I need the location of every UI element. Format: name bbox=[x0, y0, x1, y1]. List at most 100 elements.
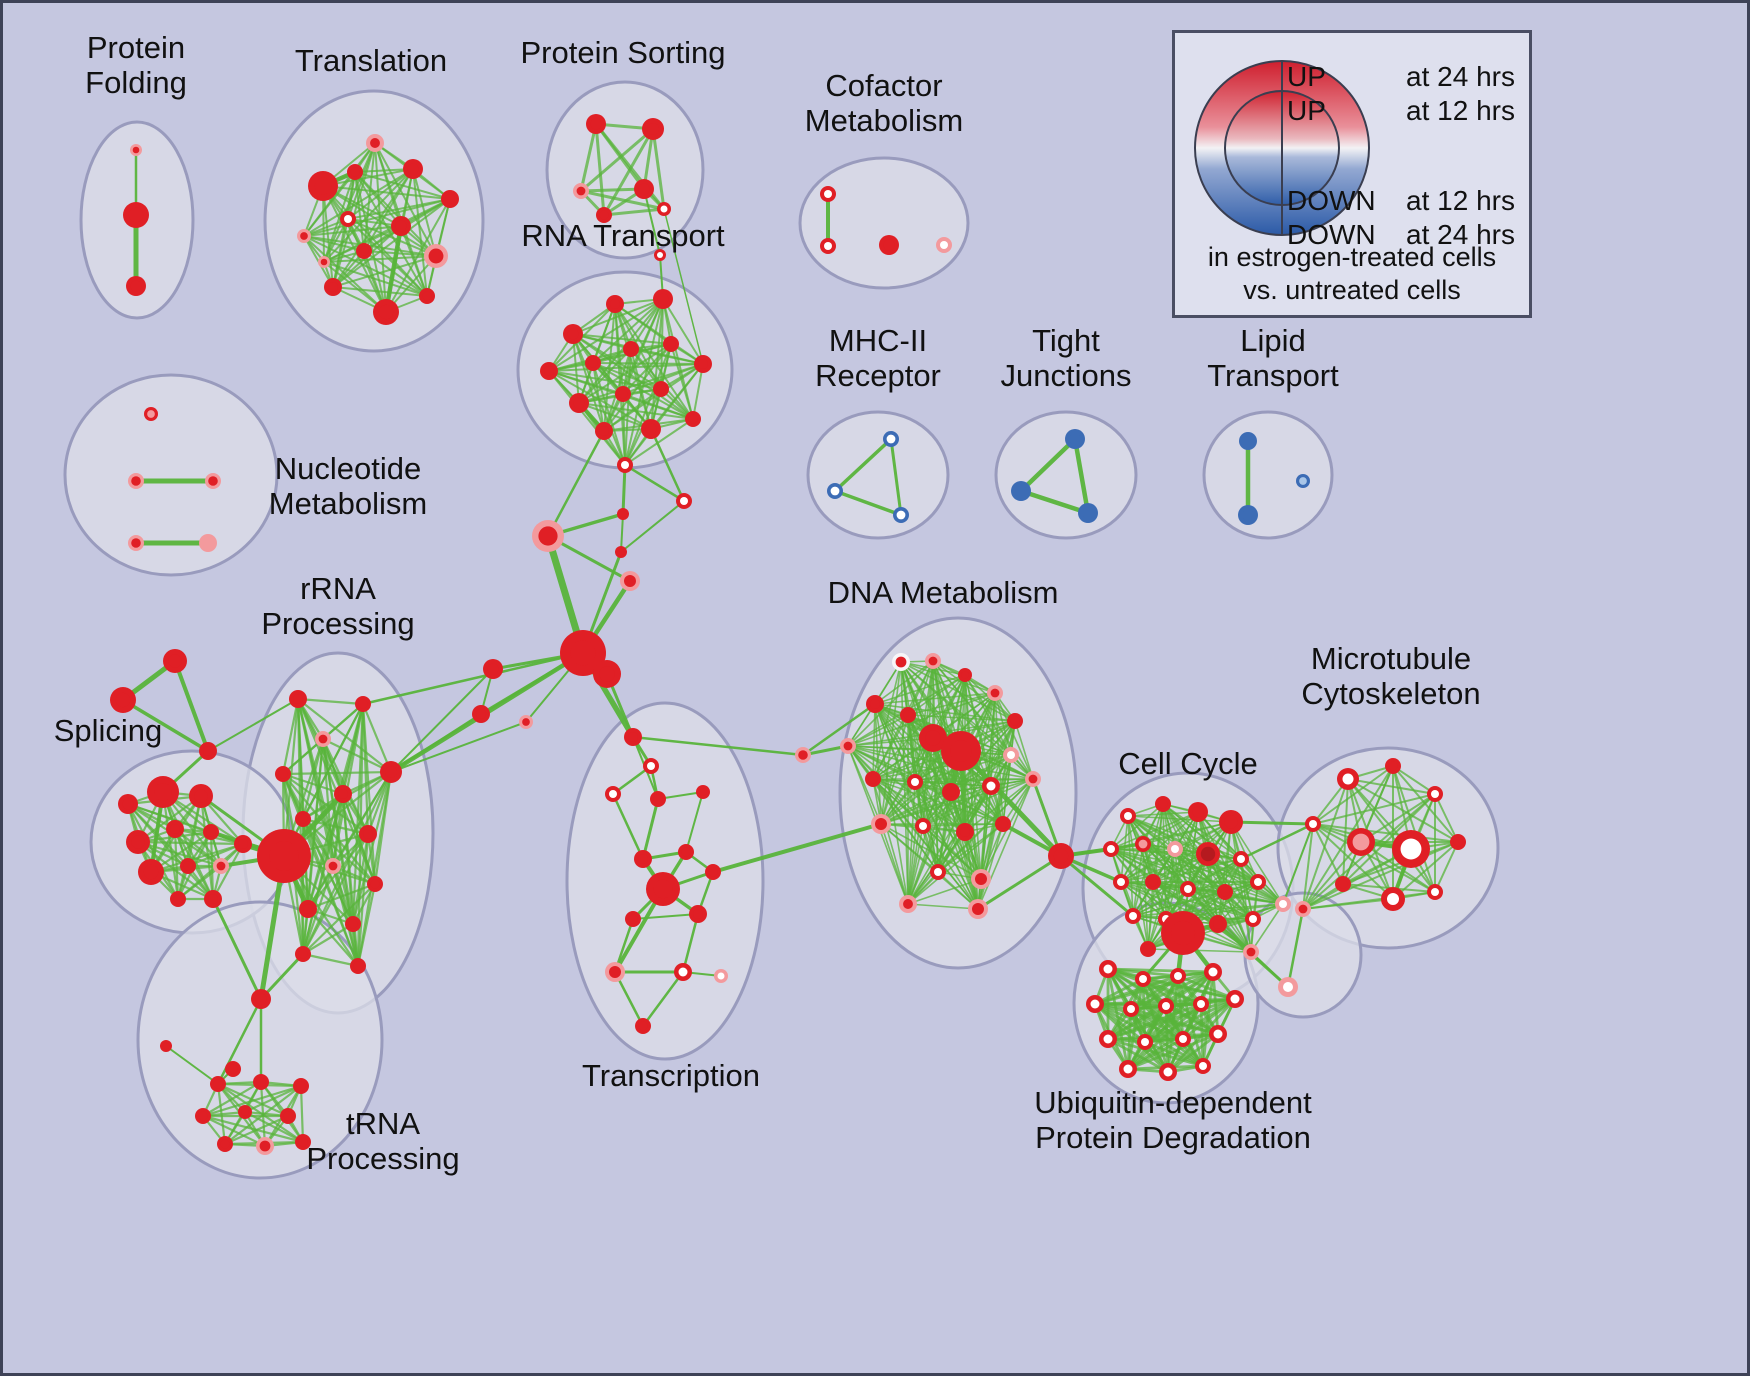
edge bbox=[1392, 765, 1436, 795]
legend-direction: UP bbox=[1287, 61, 1326, 92]
gene-node-core bbox=[128, 207, 144, 223]
gene-node-core bbox=[1243, 436, 1253, 446]
gene-node-core bbox=[131, 835, 145, 849]
gene-node-core bbox=[824, 190, 832, 198]
gene-node-core bbox=[1103, 964, 1113, 974]
legend-direction: DOWN bbox=[1287, 185, 1376, 216]
gene-node-core bbox=[350, 167, 360, 177]
gene-node-core bbox=[143, 864, 159, 880]
gene-node-core bbox=[573, 397, 585, 409]
edge bbox=[1018, 488, 1091, 516]
gene-node-core bbox=[378, 304, 394, 320]
edge bbox=[1347, 778, 1436, 795]
edge bbox=[321, 737, 393, 774]
edge bbox=[383, 223, 404, 315]
edge bbox=[872, 778, 1004, 825]
edge bbox=[833, 489, 903, 517]
gene-node-core bbox=[628, 732, 638, 742]
gene-node-core bbox=[883, 239, 895, 251]
cluster-label: Cytoskeleton bbox=[1301, 676, 1480, 711]
gene-node-core bbox=[370, 138, 380, 148]
gene-node-core bbox=[619, 510, 627, 518]
edge bbox=[361, 702, 377, 886]
gene-node-core bbox=[903, 710, 913, 720]
gene-node-core bbox=[1338, 879, 1348, 889]
edge bbox=[578, 363, 704, 404]
gene-node-core bbox=[384, 765, 398, 779]
cluster-label: Translation bbox=[295, 43, 447, 78]
gene-node-core bbox=[998, 819, 1008, 829]
gene-node-core bbox=[1192, 806, 1204, 818]
gene-node-core bbox=[162, 1042, 170, 1050]
cluster-label: Transport bbox=[1207, 358, 1339, 393]
cluster-label: Folding bbox=[85, 65, 187, 100]
gene-node-core bbox=[680, 497, 688, 505]
edge bbox=[621, 463, 627, 516]
edge bbox=[1120, 853, 1209, 883]
gene-node-core bbox=[903, 899, 913, 909]
edge bbox=[173, 827, 223, 868]
gene-node-core bbox=[1230, 994, 1240, 1004]
gene-node-core bbox=[1309, 820, 1317, 828]
gene-node-core bbox=[1254, 878, 1262, 886]
cluster-label: Ubiquitin-dependent bbox=[1034, 1085, 1312, 1120]
gene-node-core bbox=[1431, 888, 1439, 896]
cluster-label: RNA Transport bbox=[521, 218, 725, 253]
edge bbox=[323, 218, 349, 263]
edge bbox=[624, 418, 694, 466]
edge bbox=[907, 823, 1004, 905]
cluster-label: Nucleotide bbox=[275, 451, 421, 486]
edge bbox=[1312, 765, 1394, 825]
gene-node-core bbox=[348, 919, 358, 929]
gene-node-core bbox=[1453, 837, 1463, 847]
gene-node-core bbox=[298, 1137, 308, 1147]
cluster-label: Receptor bbox=[815, 358, 941, 393]
gene-node-core bbox=[1352, 833, 1370, 851]
edge bbox=[347, 218, 437, 257]
edge bbox=[1120, 848, 1176, 883]
cluster-label: Protein Sorting bbox=[520, 35, 725, 70]
legend-time: at 12 hrs bbox=[1406, 95, 1515, 126]
gene-node-core bbox=[928, 656, 938, 666]
edge bbox=[1152, 858, 1242, 883]
cluster-label: Processing bbox=[261, 606, 414, 641]
gene-node-core bbox=[609, 790, 617, 798]
edge bbox=[243, 1110, 305, 1144]
edge bbox=[303, 168, 414, 237]
gene-node-core bbox=[1174, 972, 1182, 980]
edge bbox=[1110, 811, 1199, 850]
gene-node-core bbox=[314, 177, 332, 195]
edge bbox=[136, 794, 203, 844]
edge bbox=[660, 298, 664, 390]
edge bbox=[121, 698, 210, 753]
cluster-label: Processing bbox=[306, 1141, 459, 1176]
edge bbox=[578, 402, 652, 430]
edge bbox=[323, 255, 437, 263]
gene-node-core bbox=[1184, 885, 1192, 893]
cluster-label: Lipid bbox=[1240, 323, 1306, 358]
gene-node-core bbox=[1162, 1002, 1170, 1010]
edge bbox=[301, 832, 370, 956]
gene-node-core bbox=[170, 824, 180, 834]
gene-node-core bbox=[238, 839, 248, 849]
cluster-label: DNA Metabolism bbox=[828, 575, 1059, 610]
edge bbox=[356, 770, 393, 968]
edge bbox=[1002, 778, 1034, 825]
edge bbox=[1093, 970, 1215, 1006]
gene-node-core bbox=[256, 1077, 266, 1087]
edge bbox=[201, 1084, 303, 1118]
gene-node-core bbox=[344, 215, 352, 223]
gene-node-core bbox=[798, 750, 808, 760]
gene-node-core bbox=[1237, 855, 1245, 863]
gene-node-core bbox=[660, 205, 668, 213]
legend-direction: UP bbox=[1287, 95, 1326, 126]
gene-node-core bbox=[886, 434, 896, 444]
gene-node-core bbox=[1010, 716, 1020, 726]
gene-node-core bbox=[1028, 774, 1038, 784]
gene-node-core bbox=[293, 694, 303, 704]
edge bbox=[1302, 778, 1349, 910]
edge bbox=[1229, 820, 1315, 826]
legend-direction: DOWN bbox=[1287, 219, 1376, 250]
gene-node-core bbox=[395, 220, 407, 232]
edge bbox=[173, 659, 210, 753]
